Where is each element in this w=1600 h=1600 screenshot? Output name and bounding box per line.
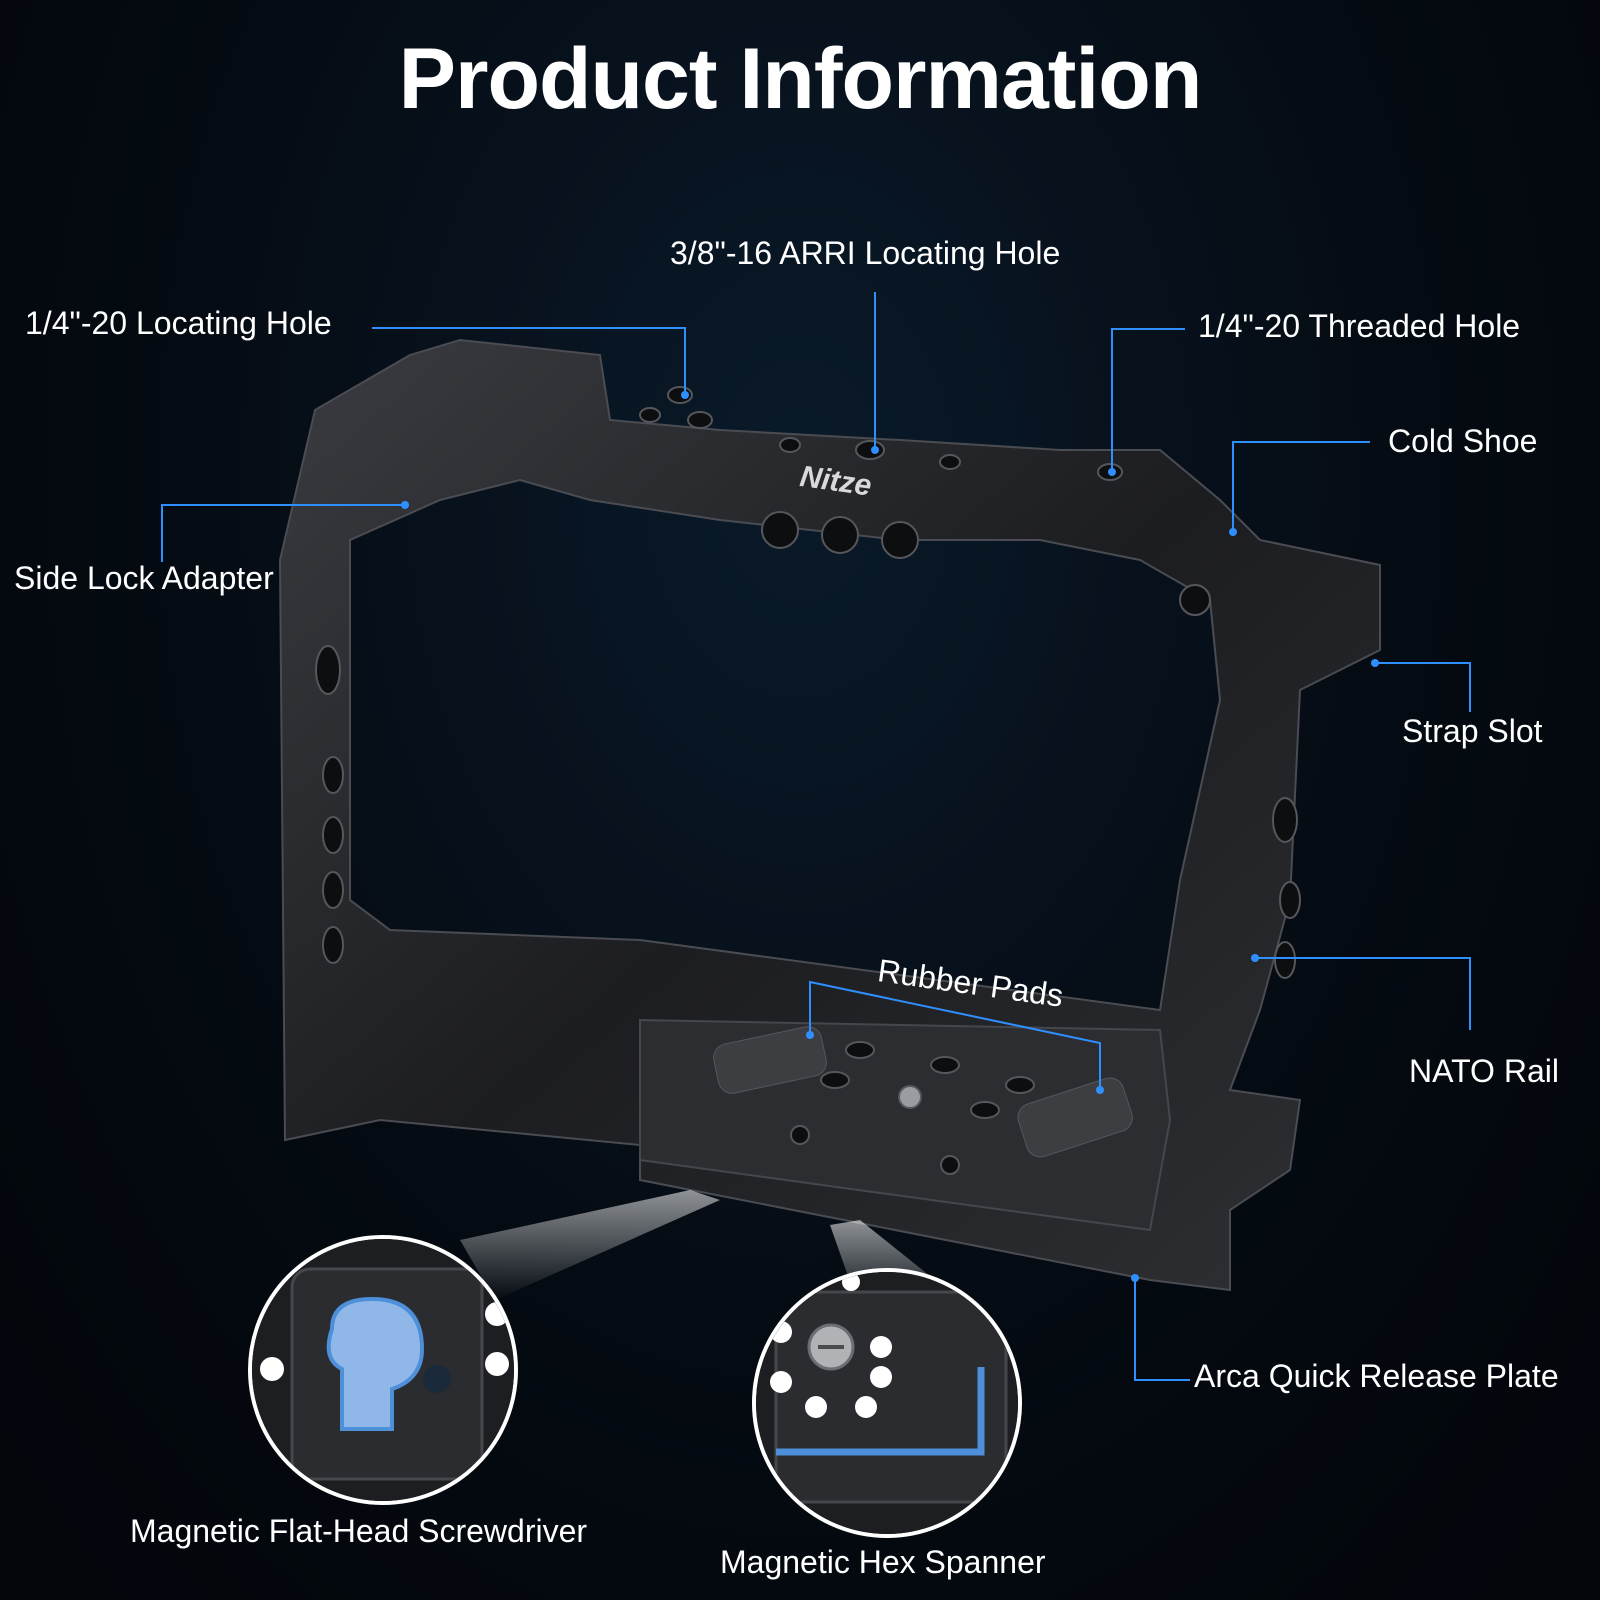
hex-spanner-detail (752, 1268, 1022, 1538)
leader-lines (161, 292, 1471, 1381)
label-threaded-hole: 1/4"-20 Threaded Hole (1198, 308, 1521, 344)
label-screwdriver: Magnetic Flat-Head Screwdriver (130, 1513, 588, 1549)
screwdriver-icon (252, 1239, 514, 1501)
leader-dots (401, 391, 1379, 1282)
hex-spanner-icon (756, 1272, 1018, 1534)
leader-nato-rail (1255, 957, 1471, 1030)
label-arri-hole: 3/8"-16 ARRI Locating Hole (670, 235, 1061, 271)
leader-arca-plate (1134, 1278, 1190, 1381)
screwdriver-detail (248, 1235, 518, 1505)
beam-left (460, 1190, 720, 1300)
plate-holes (790, 1041, 1035, 1175)
label-cold-shoe: Cold Shoe (1388, 423, 1538, 459)
label-locating-hole: 1/4"-20 Locating Hole (25, 305, 332, 341)
leader-side-lock (161, 504, 405, 562)
label-side-lock: Side Lock Adapter (14, 560, 274, 596)
top-holes (639, 386, 1123, 559)
leader-locating-hole (372, 327, 686, 395)
leader-rubber-pads (809, 980, 1101, 1090)
leader-threaded-hole (1111, 328, 1185, 472)
rubber-pad-left (713, 1026, 827, 1094)
page-title: Product Information (398, 31, 1203, 127)
leader-strap-slot (1375, 662, 1471, 712)
side-holes (315, 584, 1301, 979)
leader-cold-shoe (1232, 441, 1370, 532)
label-strap-slot: Strap Slot (1402, 713, 1543, 749)
label-arca-plate: Arca Quick Release Plate (1194, 1358, 1559, 1394)
label-hex-spanner: Magnetic Hex Spanner (720, 1544, 1046, 1580)
rubber-pad-right (1017, 1077, 1133, 1158)
label-nato-rail: NATO Rail (1409, 1053, 1559, 1089)
